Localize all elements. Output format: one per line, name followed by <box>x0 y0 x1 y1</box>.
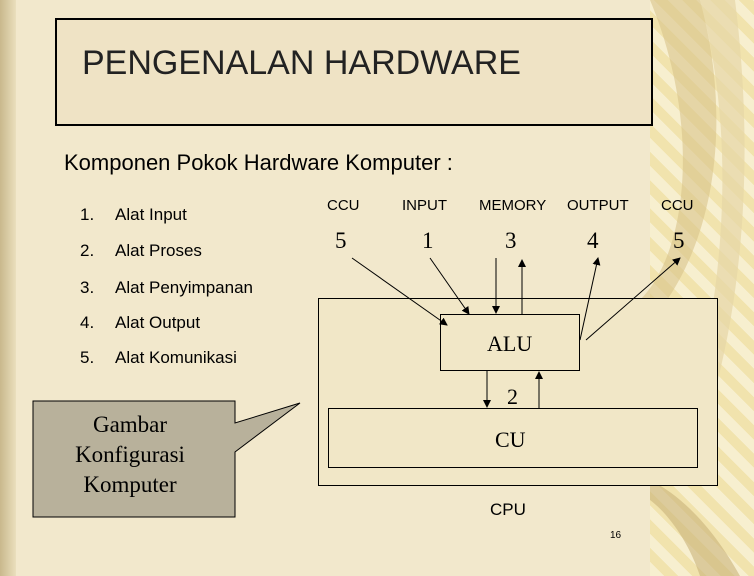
list-item-number: 2. <box>80 241 95 260</box>
cu-box <box>328 408 698 468</box>
list-item-number: 3. <box>80 278 95 297</box>
header-ccu-left: CCU <box>327 197 360 214</box>
slide-subtitle: Komponen Pokok Hardware Komputer : <box>64 150 453 175</box>
list-item-number: 4. <box>80 313 95 332</box>
cpu-label: CPU <box>490 500 526 519</box>
list-item-label: Alat Output <box>115 313 201 332</box>
callout-text: Gambar Konfigurasi Komputer <box>30 410 230 500</box>
list-item-label: Alat Komunikasi <box>115 348 237 367</box>
list-item-label: Alat Input <box>115 205 187 224</box>
callout-line: Komputer <box>83 472 177 497</box>
callout-line: Gambar <box>92 412 168 437</box>
slide-left-border <box>0 0 16 576</box>
number-output: 4 <box>587 228 599 253</box>
header-memory: MEMORY <box>479 197 547 214</box>
slide-title: PENGENALAN HARDWARE <box>82 44 521 82</box>
list-item-number: 5. <box>80 348 95 367</box>
page-number: 16 <box>610 530 622 541</box>
header-input: INPUT <box>402 197 447 214</box>
title-box <box>55 18 653 126</box>
list-item-label: Alat Proses <box>115 241 202 260</box>
header-ccu-right: CCU <box>661 197 694 214</box>
alu-label: ALU <box>487 331 533 356</box>
cu-label: CU <box>495 427 526 452</box>
number-memory: 3 <box>505 228 517 253</box>
callout-line: Konfigurasi <box>75 442 185 467</box>
number-ccu-left: 5 <box>335 228 347 253</box>
header-output: OUTPUT <box>567 197 629 214</box>
number-input: 1 <box>422 228 434 253</box>
alu-box <box>440 314 580 371</box>
number-ccu-right: 5 <box>673 228 685 253</box>
list-item-label: Alat Penyimpanan <box>115 278 253 297</box>
link-number: 2 <box>507 384 518 409</box>
list-item-number: 1. <box>80 205 95 224</box>
cpu-box <box>318 298 718 486</box>
